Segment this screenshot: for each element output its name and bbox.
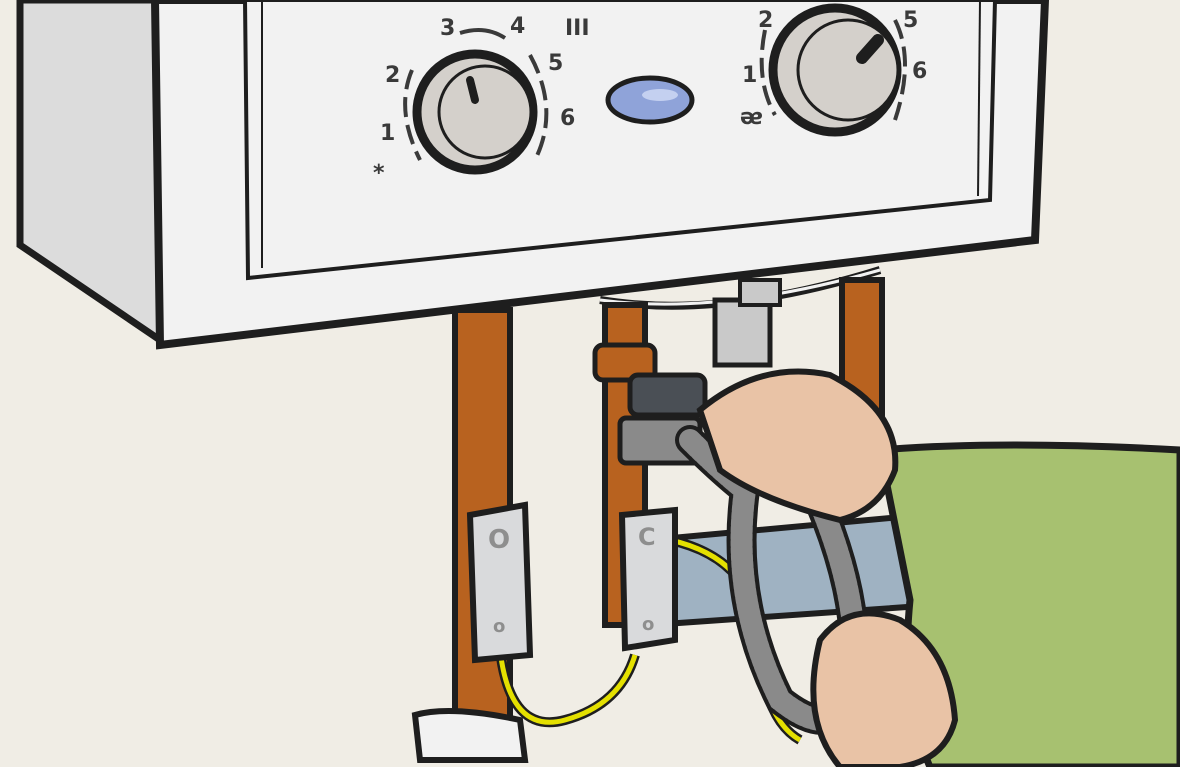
- svg-text:o: o: [493, 616, 505, 637]
- earth-clip: O o: [466, 501, 534, 664]
- right-dial-label: 5: [903, 8, 918, 33]
- right-dial-label: 1: [742, 63, 757, 88]
- left-dial-label: 4: [510, 14, 525, 39]
- left-dial-label: *: [373, 161, 385, 186]
- left-dial-label: 2: [385, 63, 400, 88]
- mode-symbol: III: [565, 16, 590, 41]
- gas-valve[interactable]: [627, 372, 708, 418]
- right-temperature-dial[interactable]: [759, 3, 907, 137]
- svg-text:o: o: [642, 614, 654, 635]
- svg-text:O: O: [488, 525, 510, 555]
- left-temperature-dial[interactable]: [403, 27, 549, 175]
- left-dial-label: 1: [380, 121, 395, 146]
- left-dial-label: 5: [548, 51, 563, 76]
- right-dial-label: ᴂ: [740, 105, 763, 130]
- hand-lower: [810, 610, 959, 767]
- right-dial-label: 6: [912, 59, 927, 84]
- left-dial-label: 6: [560, 106, 575, 131]
- boiler-side-panel: [16, 0, 164, 347]
- right-dial-label: 2: [758, 8, 773, 33]
- earth-clip: C o: [618, 506, 678, 652]
- hand-upper: [696, 368, 899, 524]
- indicator-light: [605, 75, 695, 125]
- left-dial-label: 3: [440, 16, 455, 41]
- svg-text:C: C: [638, 523, 656, 551]
